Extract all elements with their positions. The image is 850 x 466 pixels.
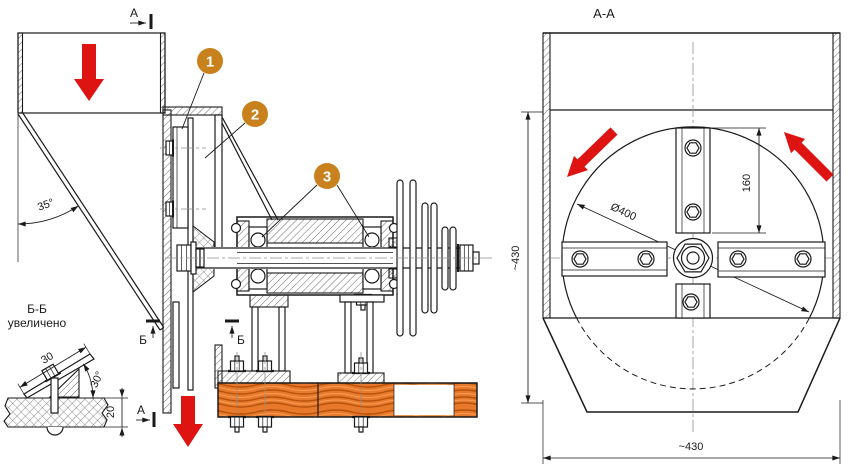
section-mark-b-right: Б xyxy=(225,319,245,347)
svg-text:Ø400: Ø400 xyxy=(609,201,638,223)
hopper-angle-label: 35° xyxy=(36,197,56,214)
svg-text:160: 160 xyxy=(741,174,753,192)
housing-right-wall xyxy=(214,114,223,249)
section-mark-a-bottom: А xyxy=(136,403,156,427)
aa-right-hammer xyxy=(717,241,826,278)
svg-text:30°: 30° xyxy=(88,370,106,390)
svg-text:~430: ~430 xyxy=(510,246,522,271)
svg-text:2: 2 xyxy=(251,107,259,124)
callout-3: 3 xyxy=(261,163,370,238)
knife-bolt-front xyxy=(684,203,702,221)
svg-text:3: 3 xyxy=(323,169,331,186)
aa-top-knife xyxy=(675,127,711,234)
bearing-ball xyxy=(250,268,266,284)
detail-subtitle: увеличено xyxy=(8,316,67,330)
svg-text:А: А xyxy=(130,6,138,20)
rotation-arrow-right-icon xyxy=(784,132,834,182)
rotor-circle-visible xyxy=(561,126,825,319)
callout-3-badge xyxy=(314,163,340,189)
aa-discharge-chute xyxy=(542,317,841,413)
aa-bottom-knife xyxy=(675,283,711,319)
section-mark-b-left: Б xyxy=(139,319,160,347)
lower-knife xyxy=(172,301,180,389)
wood-base xyxy=(217,352,478,436)
discharge-direction-arrow-icon xyxy=(173,396,203,447)
diagonal-brace xyxy=(221,116,279,221)
angle-dimension-35: 35° xyxy=(17,197,79,227)
aa-left-wall xyxy=(542,32,551,319)
rotor-circle-hidden xyxy=(576,317,810,390)
svg-text:~430: ~430 xyxy=(679,441,704,453)
dim-housing-width: ~430 xyxy=(542,400,841,464)
section-title: А-А xyxy=(593,6,615,21)
side-view: 35° xyxy=(17,6,492,447)
dim-knife-length: 160 xyxy=(712,127,766,234)
dim-blade-length: 30 xyxy=(17,343,91,395)
section-mark-a-top: А xyxy=(130,6,153,29)
base-nut xyxy=(226,415,248,434)
knife-bolt-front xyxy=(684,139,702,157)
bearing-ball xyxy=(250,232,266,248)
dim-blade-angle: 30° xyxy=(83,363,106,399)
detail-title: Б-Б xyxy=(27,302,47,316)
aa-hub xyxy=(672,237,714,279)
svg-text:Б: Б xyxy=(139,333,147,347)
rotation-arrow-left-icon xyxy=(567,127,618,177)
callout-2: 2 xyxy=(204,101,268,159)
bracket-foot-left xyxy=(217,370,291,384)
callout-1: 1 xyxy=(181,48,223,130)
upper-knife xyxy=(172,126,189,229)
knife-bolt xyxy=(165,138,174,158)
hammer-bolt-front xyxy=(637,250,655,268)
svg-text:30: 30 xyxy=(39,350,56,367)
svg-text:А: А xyxy=(137,403,145,417)
hammer-bolt-front xyxy=(794,250,812,268)
svg-text:Б: Б xyxy=(237,333,245,347)
pulley-flange xyxy=(441,226,449,291)
pulley-flange xyxy=(449,226,457,291)
bearing-ball xyxy=(364,268,380,284)
hopper-incline-wall xyxy=(17,111,165,331)
base-nut xyxy=(350,415,372,434)
svg-text:20: 20 xyxy=(105,406,117,418)
callout-2-badge xyxy=(242,101,268,127)
base-nut xyxy=(254,415,276,434)
hammer-bolt-front xyxy=(571,250,589,268)
aa-right-wall xyxy=(832,32,841,319)
svg-text:1: 1 xyxy=(206,54,214,71)
aa-left-hammer xyxy=(561,241,668,277)
beam-break xyxy=(394,384,454,416)
rotor-circle xyxy=(561,126,825,390)
housing-top-flange xyxy=(162,106,223,116)
dim-plate-thickness: 20 xyxy=(104,388,128,437)
block-foot xyxy=(249,294,289,308)
countersunk-head xyxy=(46,426,64,436)
feed-direction-arrow-icon xyxy=(74,44,104,101)
hammer-bolt-front xyxy=(729,250,747,268)
knife-bolt xyxy=(165,199,174,219)
detail-view-bb: Б-Б увеличено 30 30° 20 xyxy=(3,302,128,437)
bearing-ball xyxy=(364,232,380,248)
callout-1-badge xyxy=(197,48,223,74)
dim-housing-height: ~430 xyxy=(510,111,543,404)
section-view-aa: А-А Ø400 xyxy=(510,6,841,464)
detail-bolt-shank xyxy=(50,377,59,414)
knife-bolt-front xyxy=(682,293,700,311)
